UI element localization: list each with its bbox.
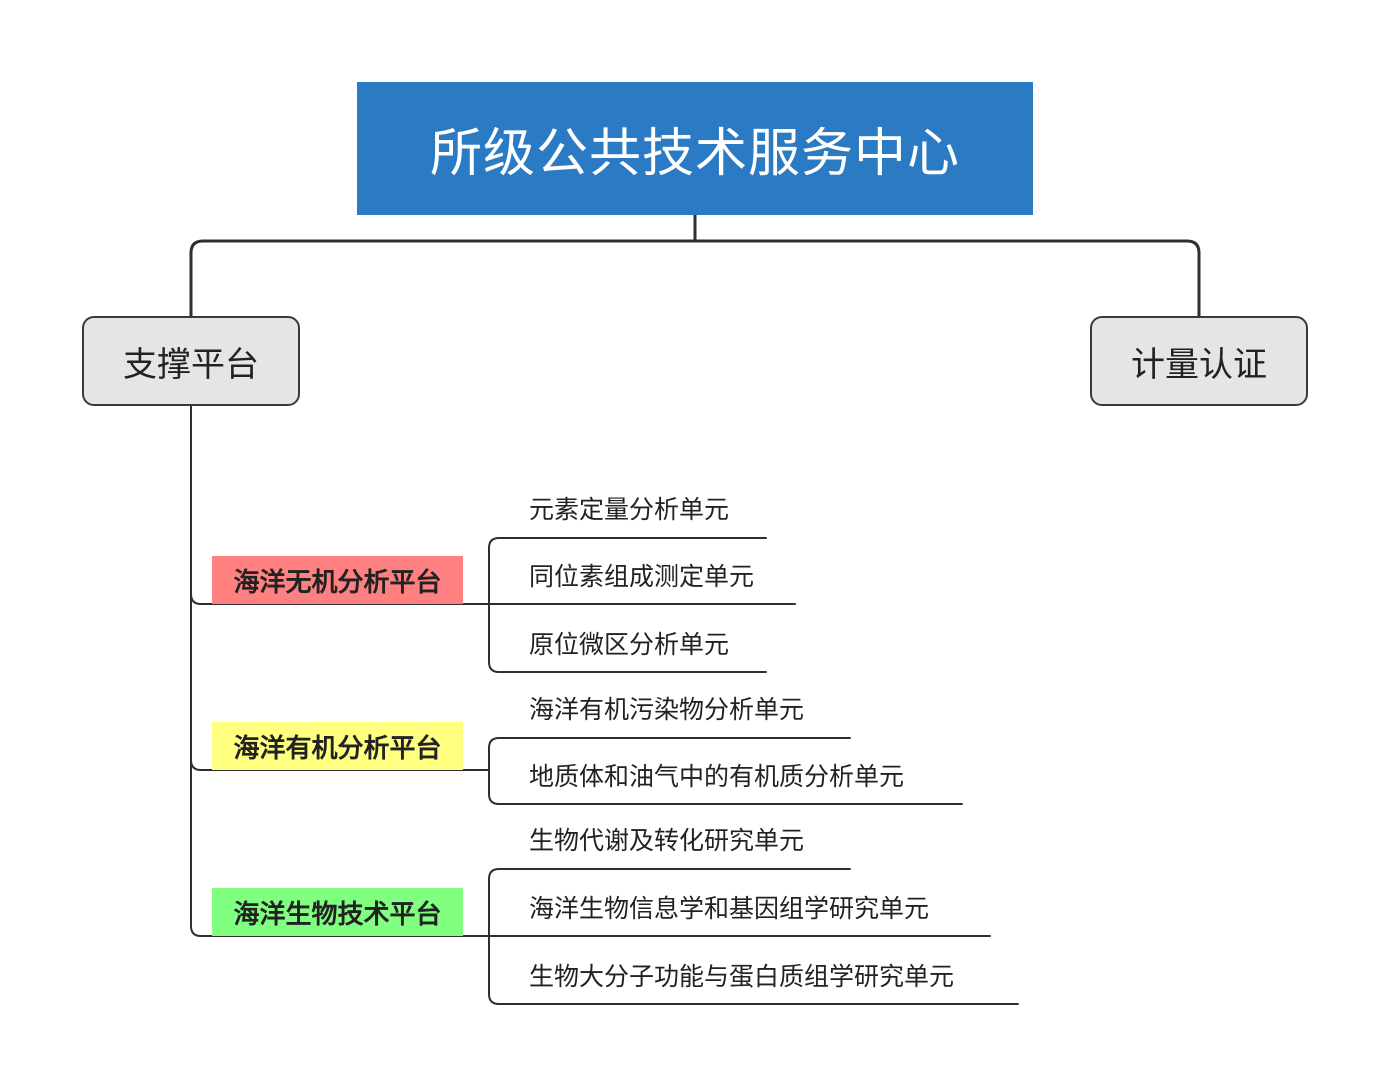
platform-node-organic: 海洋有机分析平台 xyxy=(212,722,463,770)
platform-label: 海洋生物技术平台 xyxy=(233,899,442,930)
unit-label: 生物大分子功能与蛋白质组学研究单元 xyxy=(529,962,955,991)
trunk-line xyxy=(190,405,213,937)
branch-node-support-platform: 支撑平台 xyxy=(82,316,300,406)
platform-label: 海洋有机分析平台 xyxy=(233,733,442,764)
platform-1-bracket xyxy=(488,537,767,605)
platform-2-bracket xyxy=(488,737,851,771)
platform-1-unit-line-3 xyxy=(488,603,767,673)
platform-2-unit-line-2 xyxy=(488,769,963,805)
platform-node-inorganic: 海洋无机分析平台 xyxy=(212,556,463,604)
unit-label: 生物代谢及转化研究单元 xyxy=(529,826,805,855)
trunk-to-platform-2 xyxy=(190,759,213,771)
branch-label: 支撑平台 xyxy=(123,344,259,385)
trunk-to-platform-1 xyxy=(190,593,213,605)
platform-node-biotech: 海洋生物技术平台 xyxy=(212,888,463,936)
unit-label: 地质体和油气中的有机质分析单元 xyxy=(529,762,905,791)
unit-label: 海洋有机污染物分析单元 xyxy=(529,695,805,724)
unit-label: 原位微区分析单元 xyxy=(529,630,730,659)
platform-3-unit-line-3 xyxy=(488,935,1019,1005)
root-title: 所级公共技术服务中心 xyxy=(429,124,960,184)
unit-label: 元素定量分析单元 xyxy=(529,495,730,524)
unit-label: 同位素组成测定单元 xyxy=(529,562,755,591)
root-node: 所级公共技术服务中心 xyxy=(357,82,1033,215)
platform-3-bracket xyxy=(488,868,851,937)
platform-label: 海洋无机分析平台 xyxy=(233,567,442,598)
unit-label: 海洋生物信息学和基因组学研究单元 xyxy=(529,894,930,923)
branch-connector xyxy=(189,239,1201,318)
branch-label: 计量认证 xyxy=(1131,344,1267,385)
branch-node-metrology-certification: 计量认证 xyxy=(1090,316,1308,406)
